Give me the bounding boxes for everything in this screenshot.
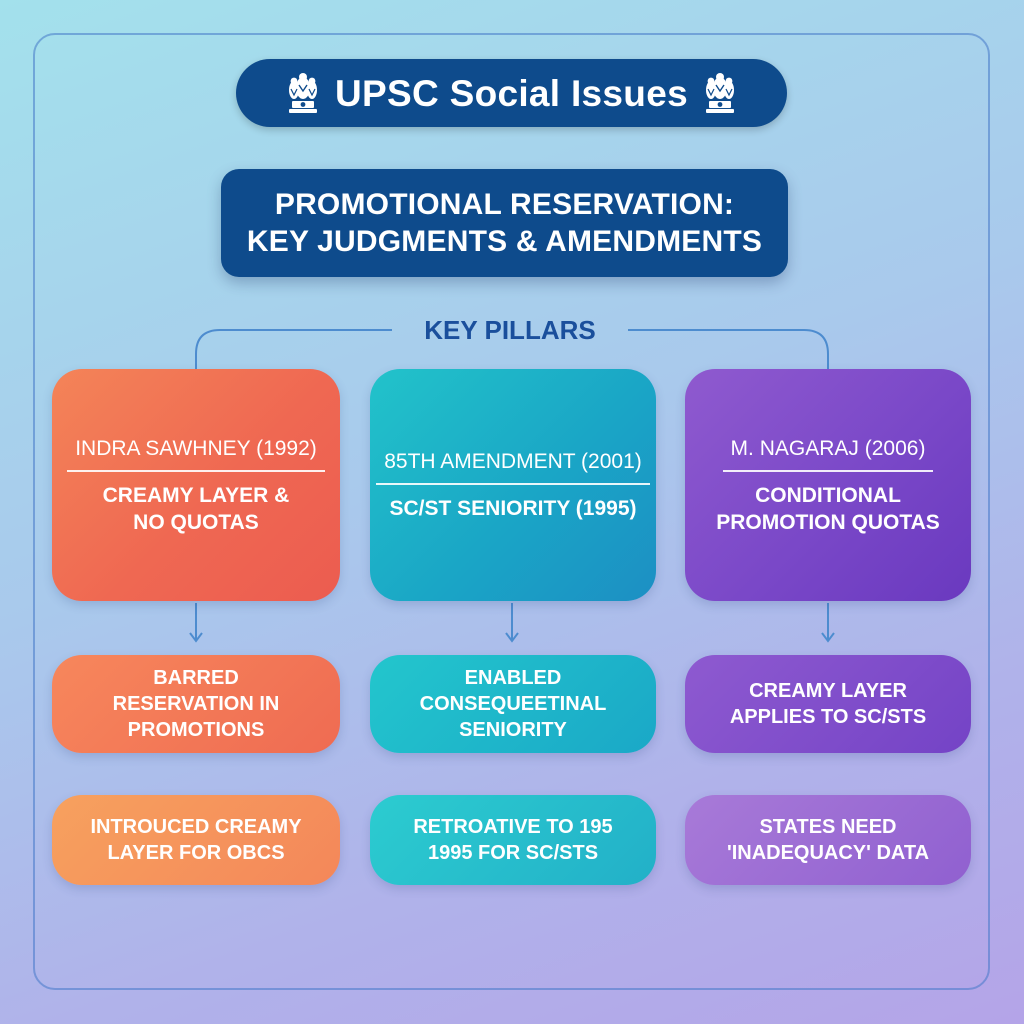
note-box-85th-amendment: RETROATIVE TO 195 1995 FOR SC/STS: [370, 795, 656, 885]
pillar-title: 85TH AMENDMENT (2001): [376, 448, 650, 485]
key-pillars-label: KEY PILLARS: [424, 315, 596, 345]
brand-title: UPSC Social Issues: [335, 72, 688, 114]
pillar-title: INDRA SAWHNEY (1992): [67, 435, 325, 472]
pillar-title: M. NAGARAJ (2006): [722, 435, 934, 472]
note-text: STATES NEED 'INADEQUACY' DATA: [726, 816, 930, 864]
pillar-subtitle: SC/ST SENIORITY (1995): [389, 497, 637, 520]
effect-text: CREAMY LAYER APPLIES TO SC/STS: [729, 680, 927, 728]
pillar-card-85th-amendment: 85TH AMENDMENT (2001) SC/ST SENIORITY (1…: [370, 369, 656, 601]
national-emblem-icon: [289, 73, 318, 113]
main-title-line: KEY JUDGMENTS & AMENDMENTS: [246, 225, 763, 258]
effect-box-indra-sawhney: BARRED RESERVATION IN PROMOTIONS: [52, 655, 340, 753]
effect-text: BARRED RESERVATION IN PROMOTIONS: [112, 667, 280, 741]
pillar-subtitle: CONDITIONAL PROMOTION QUOTAS: [716, 483, 940, 534]
outer-frame: [33, 33, 990, 990]
effect-box-m-nagaraj: CREAMY LAYER APPLIES TO SC/STS: [685, 655, 971, 753]
brand-banner: UPSC Social Issues: [236, 59, 787, 127]
effect-text: ENABLED CONSEQUEETINAL SENIORITY: [419, 667, 607, 741]
note-box-indra-sawhney: INTROUCED CREAMY LAYER FOR OBCS: [52, 795, 340, 885]
pillar-card-indra-sawhney: INDRA SAWHNEY (1992) CREAMY LAYER & NO Q…: [52, 369, 340, 601]
note-text: RETROATIVE TO 195 1995 FOR SC/STS: [413, 816, 613, 864]
note-text: INTROUCED CREAMY LAYER FOR OBCS: [90, 816, 302, 864]
note-box-m-nagaraj: STATES NEED 'INADEQUACY' DATA: [685, 795, 971, 885]
main-title-box: PROMOTIONAL RESERVATION: KEY JUDGMENTS &…: [221, 169, 788, 277]
pillar-subtitle: CREAMY LAYER & NO QUOTAS: [102, 483, 290, 534]
main-title-line: PROMOTIONAL RESERVATION:: [274, 188, 735, 221]
national-emblem-icon: [705, 73, 734, 113]
effect-box-85th-amendment: ENABLED CONSEQUEETINAL SENIORITY: [370, 655, 656, 753]
pillar-card-m-nagaraj: M. NAGARAJ (2006) CONDITIONAL PROMOTION …: [685, 369, 971, 601]
